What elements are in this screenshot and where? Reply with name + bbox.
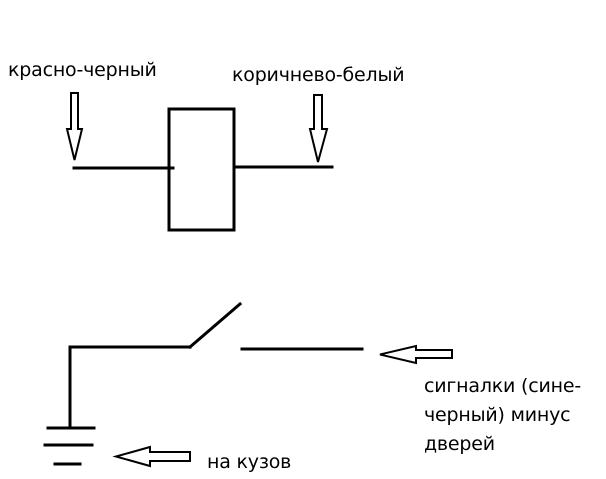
relay-coil xyxy=(167,107,236,232)
arrow-down-left-icon xyxy=(65,92,84,161)
label-ground-to-body: на кузов xyxy=(207,451,292,473)
label-alarm-door-minus: сигналки (сине- черный) минус дверей xyxy=(424,372,604,459)
label-brown-white-wire: коричнево-белый xyxy=(232,64,405,86)
arrow-left-ground-icon xyxy=(112,445,191,468)
switch-blade xyxy=(187,301,243,350)
label-alarm-line-3: дверей xyxy=(424,433,495,455)
label-red-black-wire: красно-черный xyxy=(8,59,157,81)
arrow-left-alarm-icon xyxy=(379,344,453,365)
arrow-down-right-icon xyxy=(308,94,329,163)
label-alarm-line-2: черный) минус xyxy=(424,404,571,426)
label-alarm-line-1: сигналки (сине- xyxy=(424,375,582,397)
